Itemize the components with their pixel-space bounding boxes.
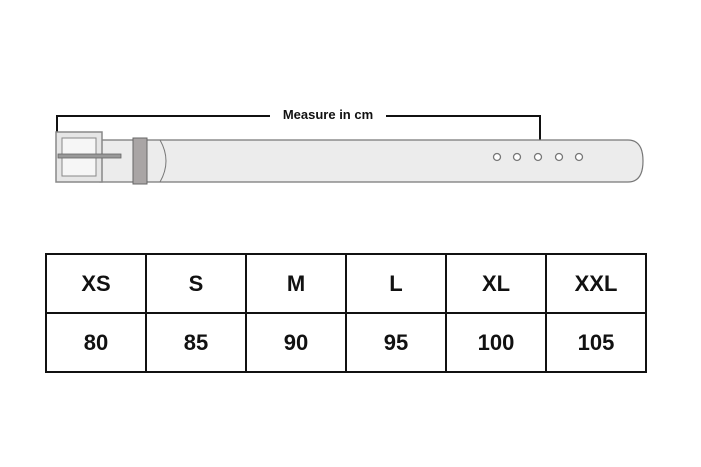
size-cell: S [145, 253, 247, 314]
length-cell: 90 [245, 312, 347, 373]
size-cell: XL [445, 253, 547, 314]
belt-holes [492, 152, 584, 162]
size-cell: XS [45, 253, 147, 314]
size-row: XS S M L XL XXL [45, 253, 647, 314]
length-cell: 100 [445, 312, 547, 373]
belt-illustration [55, 115, 644, 185]
size-table: XS S M L XL XXL 80 85 90 95 100 105 [45, 253, 647, 373]
belt-strap [99, 139, 644, 183]
length-cell: 95 [345, 312, 447, 373]
belt-loop [132, 137, 148, 185]
buckle-icon [55, 131, 122, 183]
size-cell: M [245, 253, 347, 314]
measure-label: Measure in cm [270, 107, 386, 122]
length-cell: 80 [45, 312, 147, 373]
size-cell: XXL [545, 253, 647, 314]
length-cell: 105 [545, 312, 647, 373]
length-row: 80 85 90 95 100 105 [45, 312, 647, 373]
length-cell: 85 [145, 312, 247, 373]
size-cell: L [345, 253, 447, 314]
